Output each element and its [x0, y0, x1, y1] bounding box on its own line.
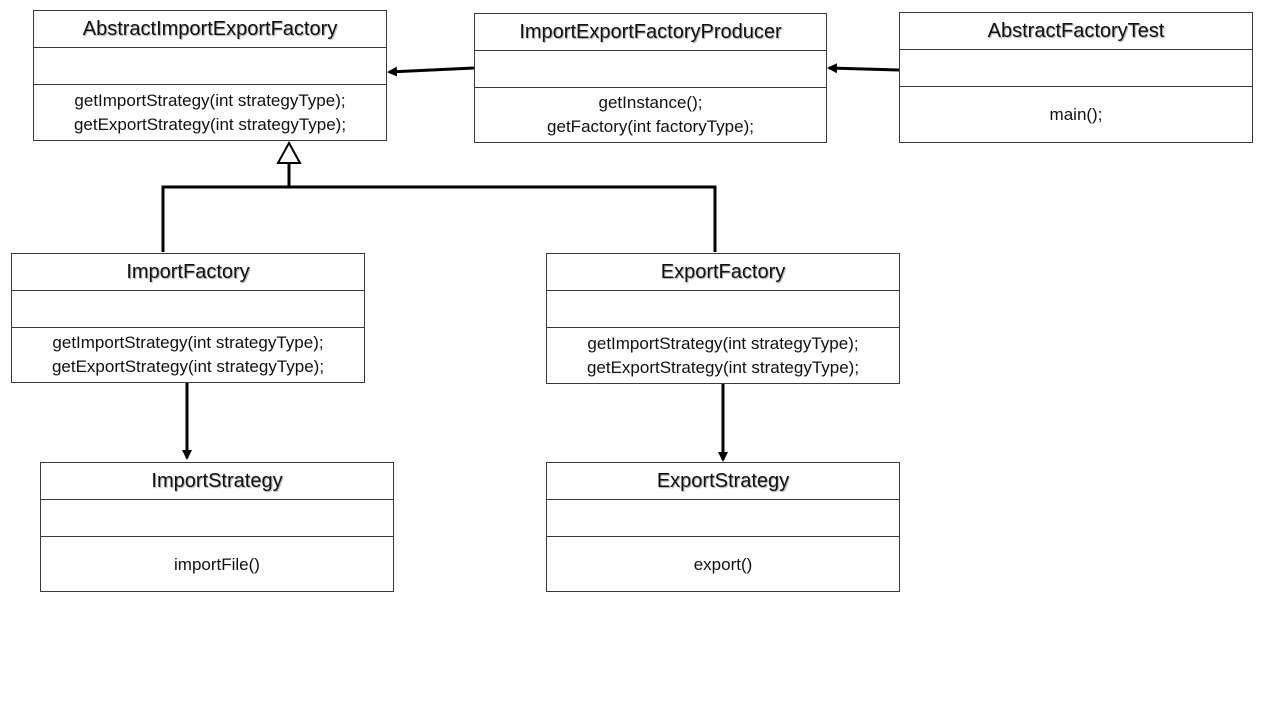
- method-get-export-strategy: getExportStrategy(int strategyType);: [73, 114, 347, 134]
- class-import-strategy[interactable]: ImportStrategy importFile(): [40, 462, 394, 592]
- association-producer-to-abstract-factory: [387, 66, 475, 77]
- method-import-file: importFile(): [174, 555, 260, 574]
- generalization-branch-line: [161, 185, 717, 252]
- class-name: ImportStrategy: [41, 463, 393, 500]
- methods-compartment: getInstance(); getFactory(int factoryTyp…: [475, 88, 826, 142]
- class-name: AbstractImportExportFactory: [34, 11, 386, 48]
- methods-compartment: getImportStrategy(int strategyType); get…: [34, 85, 386, 140]
- class-export-factory[interactable]: ExportFactory getImportStrategy(int stra…: [546, 253, 900, 384]
- generalization-triangle-icon: [276, 140, 302, 164]
- attributes-compartment: [547, 291, 899, 328]
- attributes-compartment: [900, 50, 1252, 87]
- class-name: ExportStrategy: [547, 463, 899, 500]
- method-export: export(): [693, 555, 753, 574]
- attributes-compartment: [475, 51, 826, 88]
- methods-compartment: main();: [900, 87, 1252, 142]
- class-name: AbstractFactoryTest: [900, 13, 1252, 50]
- association-test-to-producer: [827, 63, 900, 74]
- method-get-export-strategy: getExportStrategy(int strategyType);: [51, 357, 325, 376]
- class-import-export-factory-producer[interactable]: ImportExportFactoryProducer getInstance(…: [474, 13, 827, 143]
- class-name: ExportFactory: [547, 254, 899, 291]
- attributes-compartment: [12, 291, 364, 328]
- method-get-instance: getInstance();: [598, 93, 703, 112]
- class-abstract-import-export-factory[interactable]: AbstractImportExportFactory getImportStr…: [33, 10, 387, 141]
- method-main: main();: [1049, 104, 1103, 124]
- class-name: ImportExportFactoryProducer: [475, 14, 826, 51]
- attributes-compartment: [34, 48, 386, 85]
- methods-compartment: getImportStrategy(int strategyType); get…: [12, 328, 364, 382]
- methods-compartment: importFile(): [41, 537, 393, 591]
- methods-compartment: getImportStrategy(int strategyType); get…: [547, 328, 899, 383]
- class-import-factory[interactable]: ImportFactory getImportStrategy(int stra…: [11, 253, 365, 383]
- method-get-factory: getFactory(int factoryType);: [547, 117, 754, 136]
- method-get-import-strategy: getImportStrategy(int strategyType);: [74, 90, 346, 110]
- method-get-import-strategy: getImportStrategy(int strategyType);: [587, 333, 859, 353]
- attributes-compartment: [41, 500, 393, 537]
- class-name: ImportFactory: [12, 254, 364, 291]
- methods-compartment: export(): [547, 537, 899, 591]
- attributes-compartment: [547, 500, 899, 537]
- method-get-import-strategy: getImportStrategy(int strategyType);: [52, 333, 324, 352]
- method-get-export-strategy: getExportStrategy(int strategyType);: [586, 357, 860, 377]
- class-abstract-factory-test[interactable]: AbstractFactoryTest main();: [899, 12, 1253, 143]
- class-export-strategy[interactable]: ExportStrategy export(): [546, 462, 900, 592]
